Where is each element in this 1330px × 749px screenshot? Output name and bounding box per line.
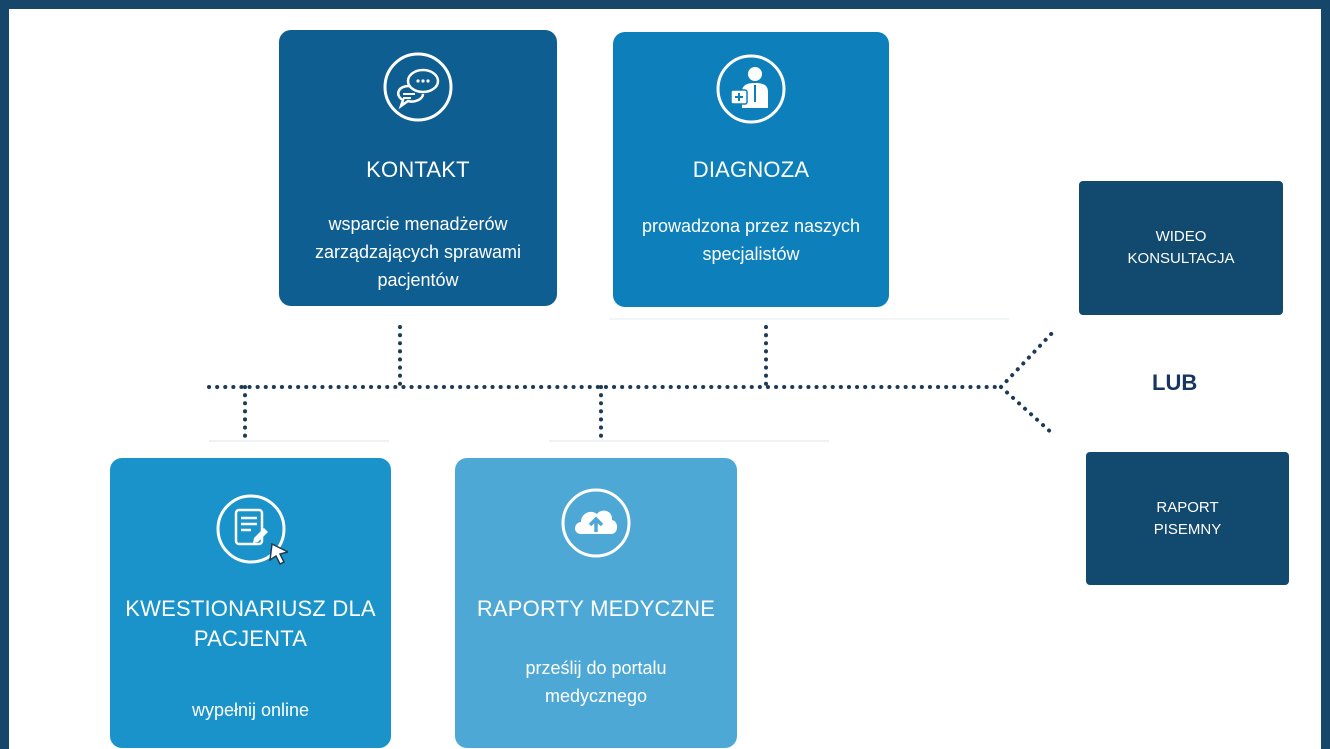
card-kontakt: KONTAKT wsparcie menadżerów zarządzający…: [279, 30, 557, 306]
card-description: wypełnij online: [191, 700, 310, 720]
dotted-connectors: [207, 318, 1056, 442]
doctor-icon: [714, 52, 788, 126]
form-cursor-icon: [214, 492, 290, 566]
option-raport-pisemny: RAPORT PISEMNY: [1086, 452, 1289, 585]
cloud-upload-icon: [559, 486, 633, 560]
card-title: KONTAKT: [366, 157, 470, 182]
card-description: prześlij do portalu medycznego: [525, 658, 667, 706]
fork-lower: [999, 385, 1056, 437]
card-title: DIAGNOZA: [692, 157, 810, 182]
card-diagnoza: DIAGNOZA prowadzona przez naszych specja…: [613, 32, 889, 307]
or-label: LUB: [1152, 370, 1198, 395]
card-description: prowadzona przez naszych specjalistów: [641, 216, 861, 264]
option-wideo-konsultacja: WIDEO KONSULTACJA: [1079, 181, 1283, 315]
card-title: RAPORTY MEDYCZNE: [476, 596, 716, 621]
card-title: KWESTIONARIUSZ DLA PACJENTA: [125, 596, 376, 651]
fork-upper: [999, 329, 1056, 389]
card-raporty: RAPORTY MEDYCZNE prześlij do portalu med…: [455, 458, 737, 748]
card-kwestionariusz: KWESTIONARIUSZ DLA PACJENTA wypełnij onl…: [110, 458, 391, 748]
card-description: wsparcie menadżerów zarządzających spraw…: [314, 214, 522, 290]
chat-bubbles-icon: [381, 50, 455, 124]
